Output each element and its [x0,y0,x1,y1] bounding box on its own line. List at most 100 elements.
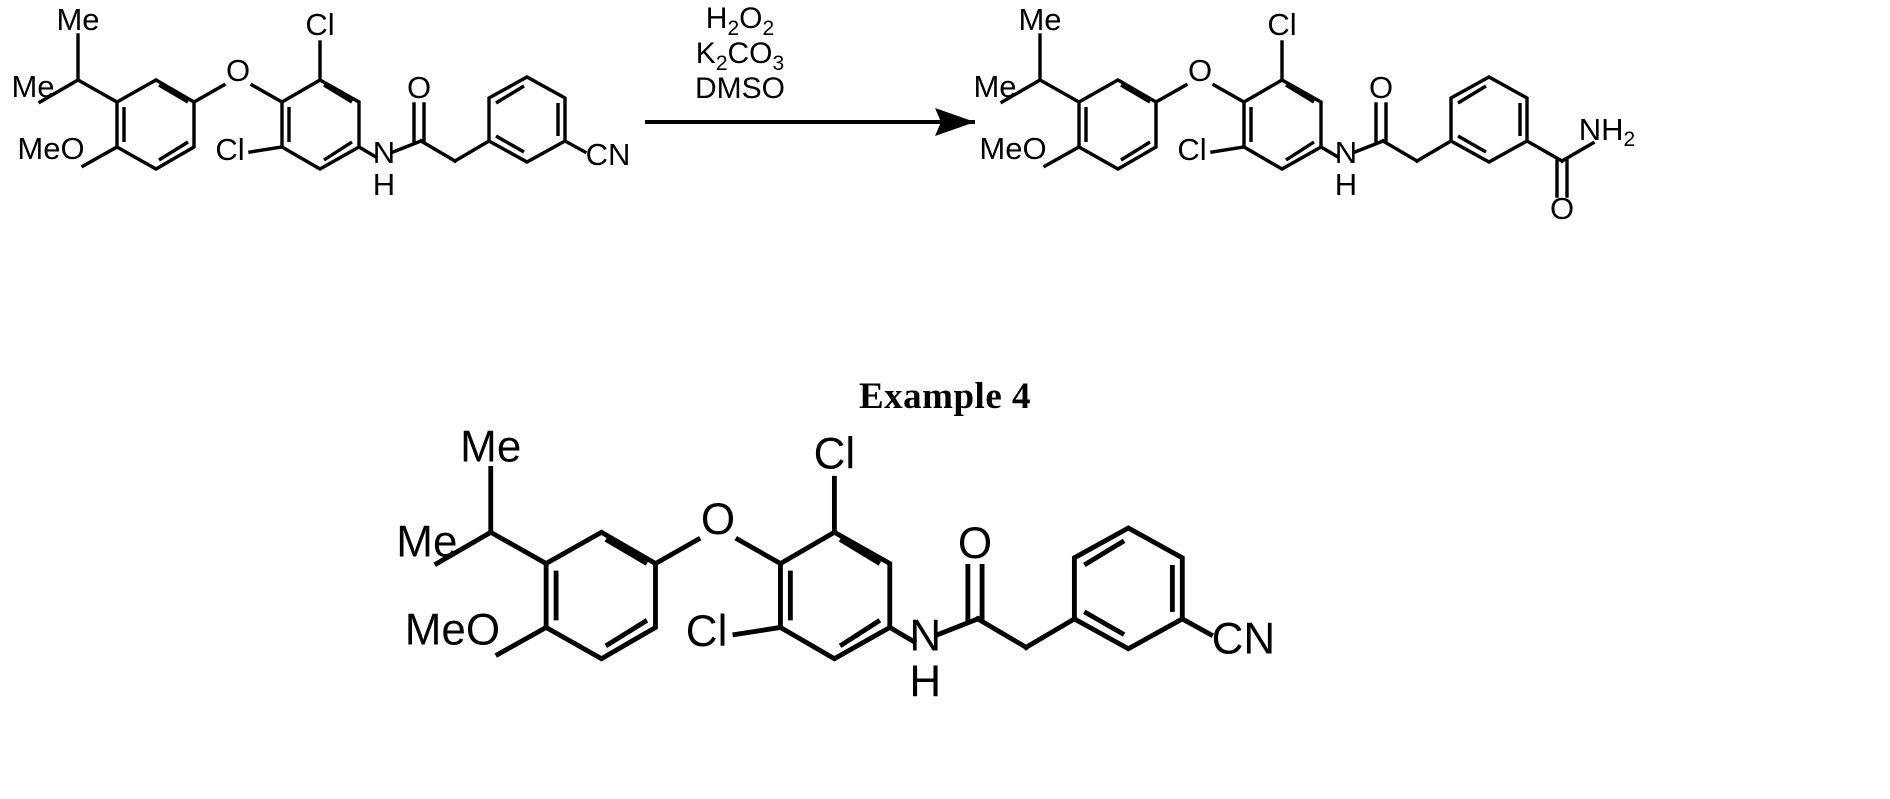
ring-a-outline-p [1077,78,1158,171]
ring-c-outline-b [1071,525,1185,652]
bond-ipr-to-ring-b2 [487,529,550,567]
label-me-left-b: Me [396,518,457,567]
example-heading: Example 4 [858,376,1032,417]
bond-ether-o-to-ring-b-b [734,536,784,567]
label-meo-p: MeO [979,131,1046,166]
label-me-top: Me [56,2,99,37]
bond-ring-b-to-nh-b [886,624,918,645]
label-cl-top-b: Cl [814,430,856,479]
bond-ring-a-to-ether-o [191,82,227,105]
ring-c-inner-1-p [1457,84,1487,105]
bond-ring-a-to-ome [80,144,120,169]
reagent-line-1: H2O2 [706,2,774,40]
ring-a-inner-3-b [604,618,649,648]
ring-a-inner-3-p [1120,140,1151,162]
ring-c-outline [487,75,567,164]
ring-a-inner-2-b [604,537,649,566]
bond-ch2-to-ring-c-b [1022,615,1078,651]
bond-ch2-to-ring-c [452,138,492,164]
label-nh-h-b: H [909,657,941,706]
ring-c-inner-3 [495,134,525,154]
label-nh-n: N [373,135,395,170]
bond-ring-c-to-carboxamide-c [1524,138,1565,164]
ring-b-inner-2 [323,83,353,104]
ring-b-inner-2-b [838,537,882,566]
label-nitrile-b: CN [1212,614,1276,663]
bond-carbonyl-to-ch2 [418,138,458,164]
label-cl-bottom-b: Cl [686,607,728,656]
label-ether-o-b: O [701,495,735,544]
bond-carbonyl-to-ch2-p [1380,138,1420,164]
bond-ring-b-to-cl-bottom [248,145,284,154]
bond-nh-to-carbonyl-b [934,615,981,638]
label-carboxamide-o: O [1550,191,1574,226]
bond-nh-to-carbonyl [390,138,424,155]
bond-carbonyl-to-ch2-b [974,615,1030,651]
ring-b-outline-p [1242,78,1323,171]
bond-ring-a-to-ome-b [494,624,550,658]
bond-ring-a-to-ome-p [1042,144,1082,169]
ring-b-inner-3 [323,140,353,162]
bond-ipr-to-ring-p [1037,77,1082,105]
reaction-arrow-group: H2O2 K2CO3 DMSO [645,2,975,136]
label-cl-bottom: Cl [215,132,244,167]
reaction-scheme-svg: Me Me MeO O Cl Cl O N H CN H2O2 K2CO3 [11,2,1635,226]
reactant-structure: Me Me MeO O Cl Cl O N H CN [11,2,630,202]
ring-b-inner-2-p [1285,83,1315,104]
ring-a-inner-2-p [1120,83,1151,104]
label-ether-o: O [226,53,250,88]
ring-c-inner-3-b [1083,609,1126,637]
ring-a-inner-3 [158,140,189,162]
label-nitrile: CN [586,137,631,172]
bond-ring-c-to-nitrile [562,138,588,155]
bottom-structure: Me Me MeO O Cl Cl O N H CN [396,423,1275,706]
bond-ring-b-to-cl-bottom-p [1210,145,1246,154]
reagent-line-2: K2CO3 [696,37,784,75]
label-cl-top: Cl [305,7,334,42]
label-nh-n-p: N [1335,135,1357,170]
ring-b-inner-3-b [838,618,882,648]
label-amide-o-b: O [958,519,992,568]
bottom-structure-svg: Me Me MeO O Cl Cl O N H CN [396,423,1275,706]
ring-c-outline-p [1449,75,1529,164]
bond-ring-c-to-nitrile-b [1179,615,1214,638]
label-ether-o-p: O [1188,53,1212,88]
bond-ether-o-to-ring-b-p [1211,82,1247,105]
bond-ring-a-to-ether-o-p [1153,82,1189,105]
bond-ipr-methyl-left-p [999,77,1043,105]
ring-c-inner-1-b [1083,538,1126,568]
label-me-left-p: Me [973,69,1016,104]
bottom-structure-container: Me Me MeO O Cl Cl O N H CN [380,423,1440,799]
bond-ring-b-to-nh [356,144,379,160]
bond-ether-o-to-ring-b [249,82,285,105]
label-me-left: Me [11,69,54,104]
product-structure: Me Me MeO O Cl Cl O N H O NH2 [973,2,1635,226]
label-meo: MeO [17,131,84,166]
label-me-top-b: Me [460,423,521,472]
ring-c-inner-1 [495,84,525,105]
bond-ring-b-to-nh-p [1318,144,1341,160]
bond-ring-a-to-ether-o-b [652,536,702,567]
ring-b-outline-b [778,529,893,662]
label-meo-b: MeO [405,606,500,655]
bond-nh-to-carbonyl-p [1352,138,1386,155]
reagent-line-3: DMSO [695,72,785,105]
bond-ipr-methyl-left [37,77,81,105]
ring-c-inner-3-p [1457,134,1487,154]
label-carboxamide-nh2: NH2 [1579,112,1635,150]
reaction-scheme: Me Me MeO O Cl Cl O N H CN H2O2 K2CO3 [0,0,1890,250]
label-nh-h: H [373,167,395,202]
label-cl-top-p: Cl [1267,7,1296,42]
bond-carboxamide-c-to-n [1559,140,1596,164]
ring-b-inner-3-p [1285,140,1315,162]
arrow-head [935,108,975,136]
label-amide-o: O [407,70,431,105]
label-nh-h-p: H [1335,167,1357,202]
label-cl-bottom-p: Cl [1177,132,1206,167]
ring-b-outline [280,78,361,171]
ring-a-outline-b [543,529,658,662]
label-me-top-p: Me [1018,2,1061,37]
bond-ipr-methyl-left-b [433,529,495,567]
bond-ch2-to-ring-c-p [1414,138,1454,164]
